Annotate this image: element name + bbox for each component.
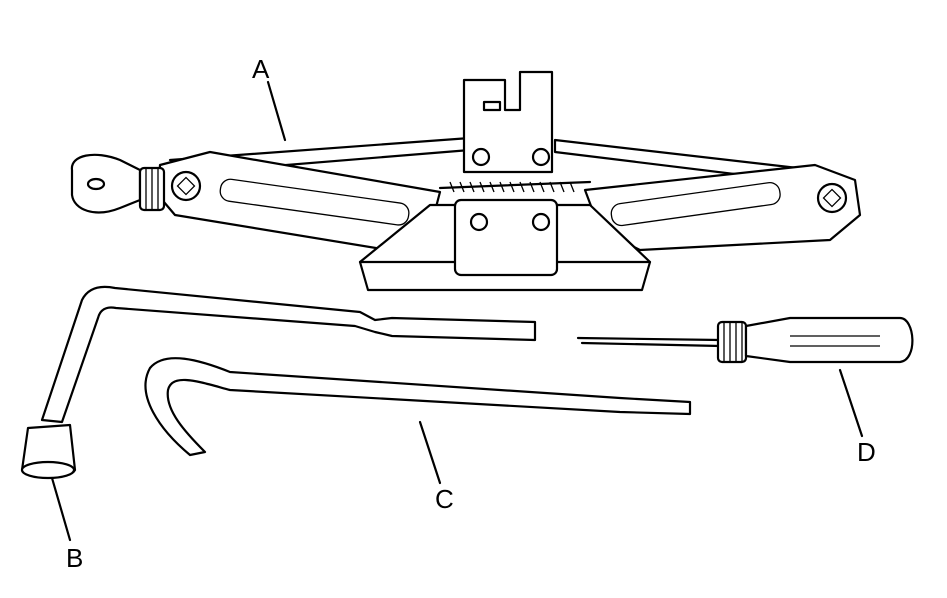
- lug-wrench: [20, 285, 537, 480]
- label-d: D: [857, 437, 876, 467]
- label-b: B: [66, 543, 84, 573]
- jack-handle: [144, 357, 692, 457]
- screwdriver: [576, 316, 914, 364]
- label-a: A: [252, 54, 270, 84]
- leader-line-d: [838, 368, 864, 438]
- scissor-jack: [70, 70, 862, 292]
- leader-line-c: [418, 420, 442, 485]
- leader-line-a: [266, 80, 287, 142]
- label-c: C: [435, 484, 454, 514]
- leader-line-b: [50, 476, 72, 542]
